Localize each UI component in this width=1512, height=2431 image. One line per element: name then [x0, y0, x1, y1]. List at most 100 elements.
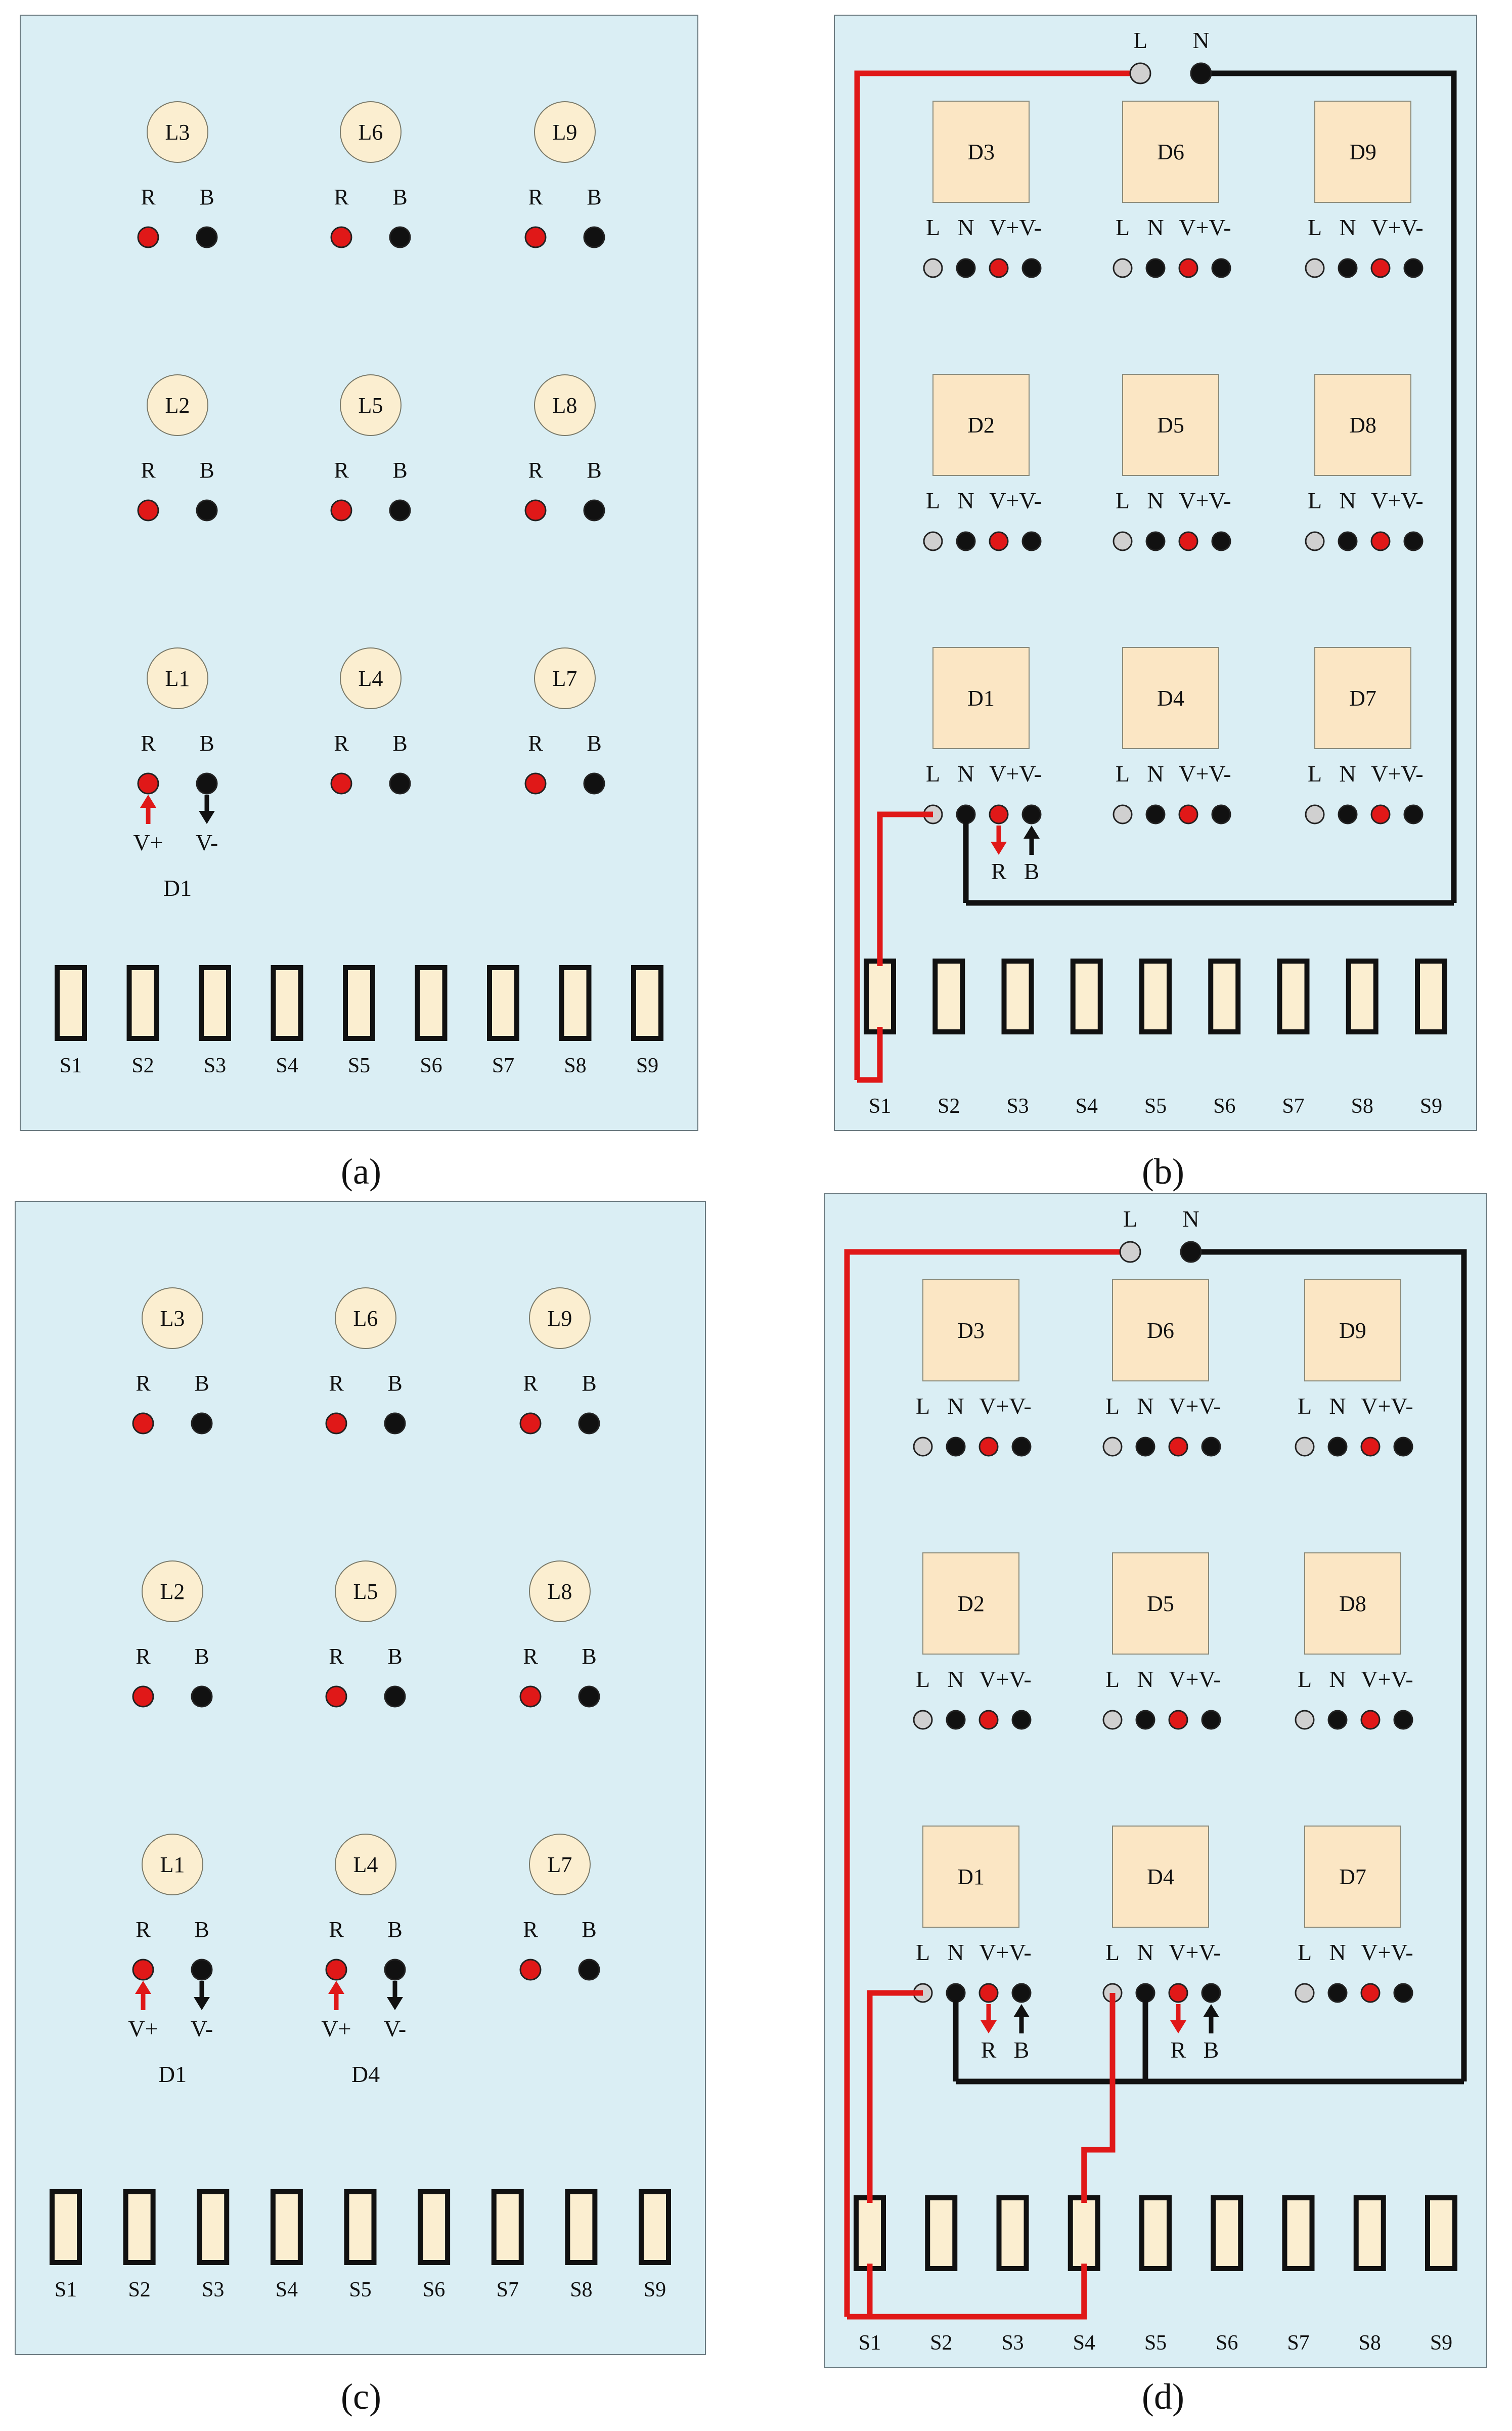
terminal-r	[132, 1412, 154, 1435]
terminal-label-l: L	[1308, 761, 1322, 787]
terminal-vminus	[1021, 531, 1042, 551]
switch-label: S1	[55, 2278, 77, 2302]
terminal-label-r: R	[334, 731, 349, 756]
device-d5	[1112, 1552, 1209, 1655]
switch-s8	[1346, 959, 1378, 1034]
lamp-l7	[529, 1834, 591, 1895]
terminal-r	[330, 499, 352, 522]
terminal-label-l: L	[1105, 1666, 1120, 1692]
terminal-label-vpm: V+V-	[1169, 1666, 1221, 1692]
switch-label: S9	[1430, 2331, 1452, 2355]
terminal-vplus	[1168, 1983, 1188, 2003]
wire-switch-feed	[1081, 1993, 1116, 2203]
terminal-vplus	[1370, 258, 1391, 278]
switch-label: S5	[1144, 1095, 1167, 1118]
terminal-label-r: R	[523, 1371, 538, 1396]
lamp-l5	[335, 1560, 396, 1622]
signal-arrow-vplus	[140, 795, 156, 824]
lamp-l1	[147, 647, 208, 709]
device-label: D9	[1339, 1318, 1366, 1343]
device-label: D8	[1339, 1591, 1366, 1616]
lamp-label: L6	[359, 120, 383, 145]
switch-label: S9	[644, 2278, 666, 2302]
terminal-b	[196, 772, 218, 795]
lamp-l7	[534, 647, 596, 709]
terminal-vplus	[1360, 1710, 1381, 1730]
device-d7	[1314, 647, 1411, 749]
signal-arrow-vplus	[135, 1981, 151, 2010]
device-label: D7	[1349, 686, 1376, 711]
terminal-vminus	[1403, 804, 1424, 824]
terminal-r	[519, 1959, 542, 1981]
terminal-vplus	[1178, 804, 1198, 824]
switch-s5	[1139, 2195, 1172, 2271]
caption-d: (d)	[1142, 2376, 1184, 2417]
switch-s2	[925, 2195, 958, 2271]
signal-label-b: B	[1024, 858, 1040, 884]
switch-label: S8	[1359, 2331, 1381, 2355]
device-d5	[1122, 374, 1219, 476]
switch-label: S2	[128, 2278, 150, 2302]
terminal-l	[1305, 804, 1325, 824]
terminal-label-vpm: V+V-	[1371, 761, 1423, 787]
device-label: D3	[967, 140, 995, 164]
terminal-b	[389, 772, 411, 795]
terminal-label-n: N	[1329, 1393, 1346, 1419]
terminal-r	[137, 499, 159, 522]
device-label: D4	[1147, 1864, 1174, 1889]
switch-s9	[1415, 959, 1447, 1034]
terminal-n	[1135, 1710, 1155, 1730]
switch-label: S4	[1073, 2331, 1095, 2355]
supply-terminal-n	[1190, 62, 1212, 84]
device-label: D9	[1349, 140, 1376, 164]
terminal-l	[1113, 258, 1133, 278]
terminal-label-r: R	[523, 1644, 538, 1669]
terminal-label-b: B	[387, 1644, 402, 1669]
switch-label: S5	[348, 1054, 370, 1077]
terminal-label-r: R	[141, 185, 156, 209]
lamp-label: L4	[359, 666, 383, 691]
signal-label-r: R	[981, 2037, 997, 2063]
lamp-label: L3	[160, 1306, 185, 1331]
terminal-l	[1305, 531, 1325, 551]
terminal-label-r: R	[136, 1371, 151, 1396]
terminal-vplus	[979, 1983, 999, 2003]
switch-label: S4	[276, 2278, 298, 2302]
device-d9	[1314, 101, 1411, 203]
terminal-label-n: N	[1339, 214, 1356, 240]
terminal-vminus	[1201, 1437, 1221, 1457]
switch-s2	[123, 2189, 156, 2265]
terminal-label-n: N	[957, 488, 974, 513]
device-label: D5	[1157, 413, 1184, 438]
terminal-label-vpm: V+V-	[1361, 1666, 1413, 1692]
terminal-label-l: L	[1298, 1393, 1312, 1419]
terminal-vplus	[1360, 1437, 1381, 1457]
terminal-b	[578, 1412, 600, 1435]
switch-s1	[864, 959, 896, 1034]
wire-switch-return	[847, 2264, 1087, 2320]
terminal-n	[1338, 531, 1358, 551]
terminal-vminus	[1011, 1437, 1032, 1457]
terminal-label-l: L	[916, 1393, 930, 1419]
terminal-label-b: B	[392, 458, 407, 483]
switch-label: S1	[869, 1095, 891, 1118]
terminal-b	[191, 1412, 213, 1435]
lamp-l6	[340, 101, 402, 163]
lamp-label: L5	[353, 1579, 378, 1604]
terminal-label-n: N	[947, 1939, 964, 1965]
terminal-b	[578, 1959, 600, 1981]
switch-label: S7	[1282, 1095, 1304, 1118]
switch-label: S3	[1006, 1095, 1029, 1118]
terminal-label-n: N	[1137, 1393, 1153, 1419]
switch-s5	[343, 965, 375, 1041]
switch-s6	[415, 965, 448, 1041]
switch-s6	[1211, 2195, 1243, 2271]
terminal-vminus	[1393, 1437, 1413, 1457]
terminal-l	[923, 258, 943, 278]
lamp-l4	[335, 1834, 396, 1895]
signal-label-b: B	[1014, 2037, 1030, 2063]
terminal-l	[1305, 258, 1325, 278]
signal-arrow-vminus	[199, 795, 215, 824]
